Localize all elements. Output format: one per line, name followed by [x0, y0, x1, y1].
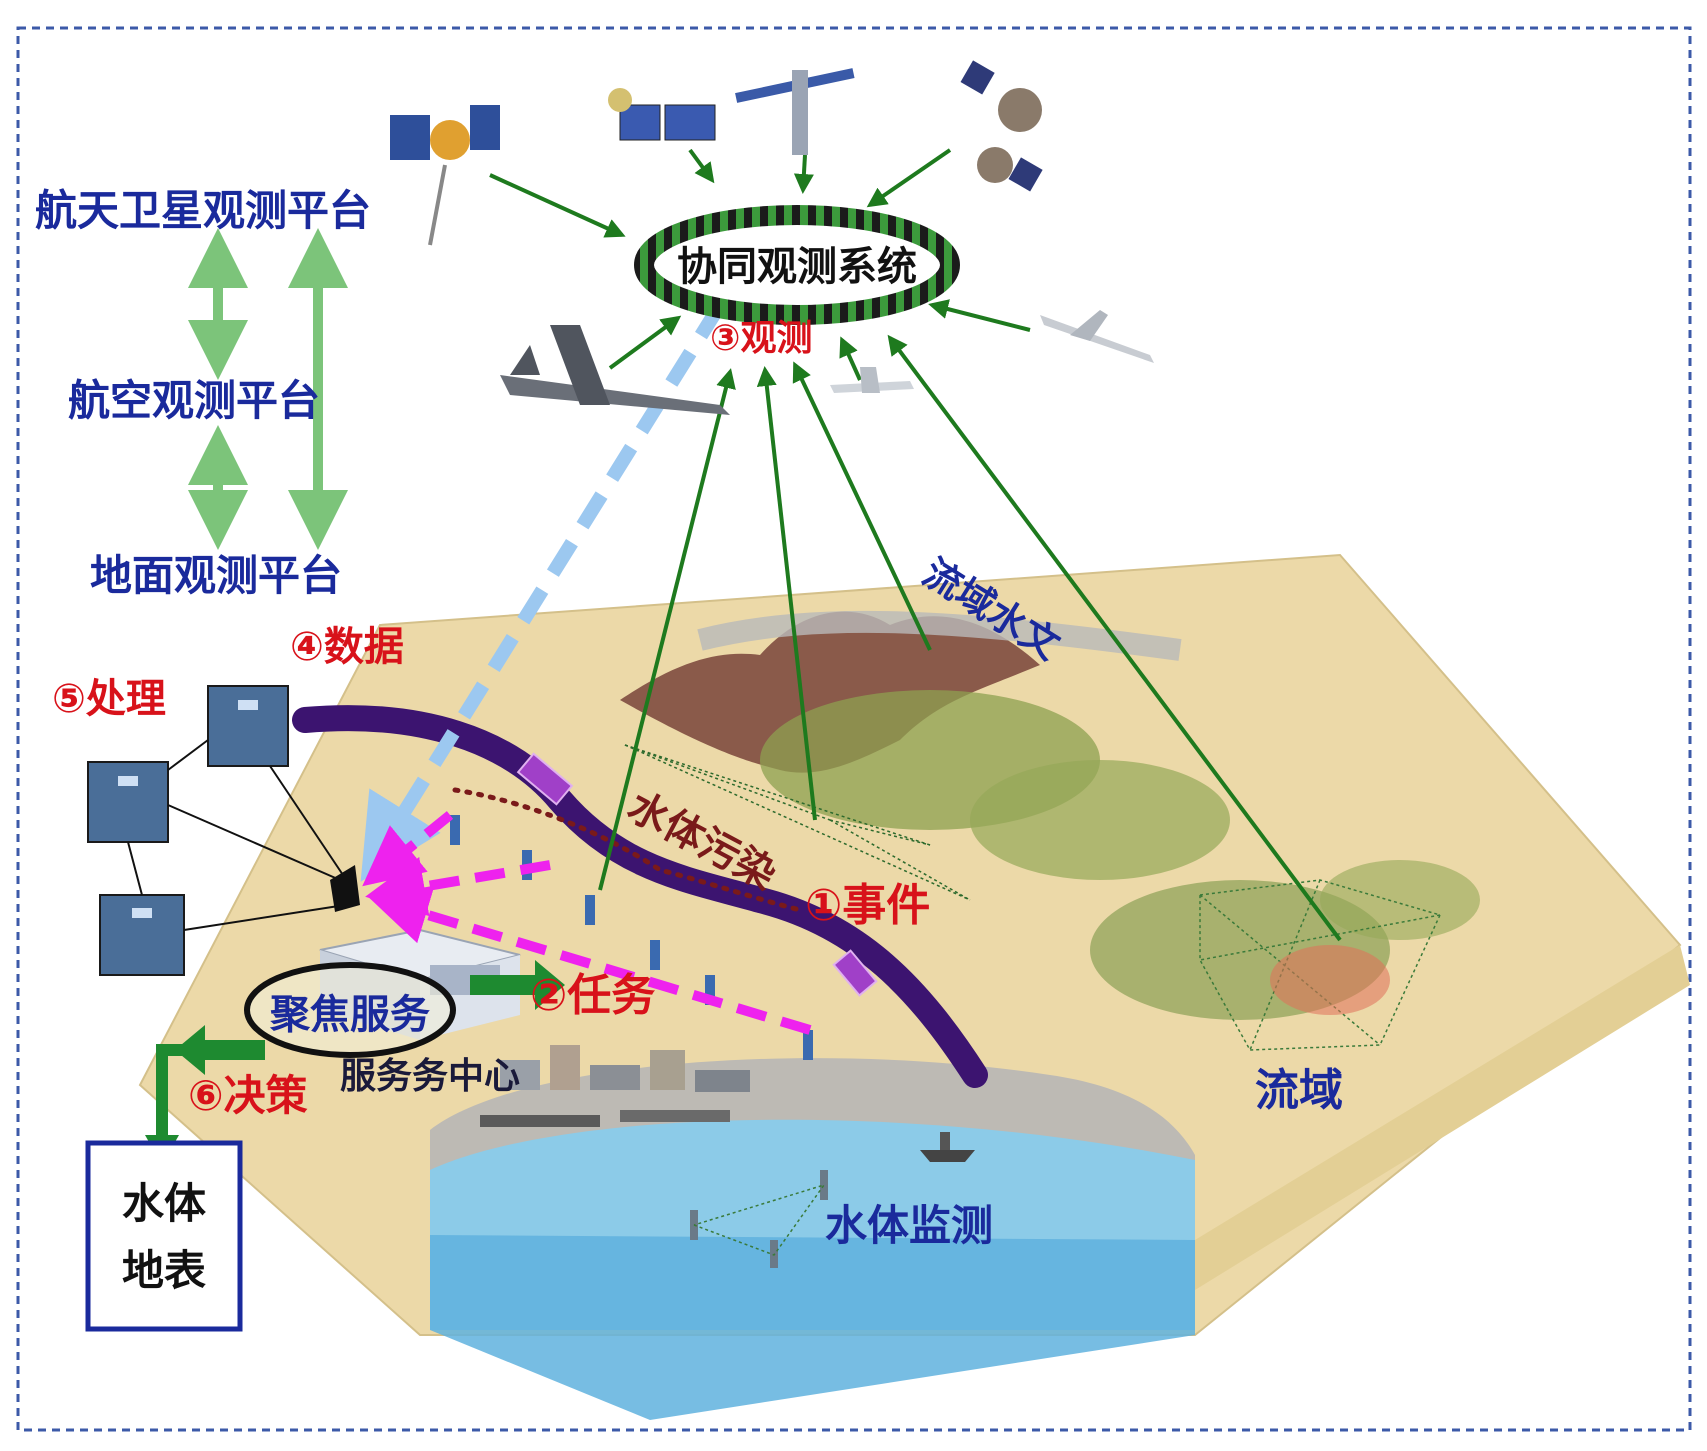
processing-servers	[87, 685, 360, 976]
outer-frame	[16, 26, 1692, 1432]
polluted-river	[292, 705, 988, 1088]
land-front-right	[1195, 945, 1690, 1290]
industrial-city	[480, 1045, 750, 1127]
forest-4	[1320, 860, 1480, 940]
task-arrows	[362, 811, 812, 1035]
dish-icon	[330, 865, 360, 912]
focus-service-label: 聚焦服务	[269, 992, 430, 1038]
basin-pollution-patch	[1270, 945, 1390, 1015]
event-sensor-network	[624, 744, 971, 901]
basin-label: 流域	[1255, 1065, 1343, 1116]
step-data-label: ④数据	[290, 624, 404, 670]
terrain	[138, 553, 1690, 1420]
output-line-2: 地表	[122, 1246, 206, 1295]
server-icon-2	[87, 761, 169, 843]
aircraft-icon-1	[500, 325, 730, 415]
output-box	[85, 1140, 243, 1332]
water-front	[430, 1235, 1195, 1420]
water-monitoring-label: 水体监测	[825, 1201, 993, 1250]
space-platform-label: 航天卫星观测平台	[35, 186, 371, 235]
ground-platform-label: 地面观测平台	[90, 551, 342, 600]
server-icon-3	[99, 894, 185, 976]
system-ring	[634, 205, 960, 325]
output-line-1: 水体	[122, 1179, 206, 1228]
satellite-icon-4	[960, 60, 1043, 192]
forest-2	[970, 760, 1230, 880]
water-buoys	[690, 1170, 828, 1268]
river-segment-1	[516, 752, 574, 806]
step-task-label: ②任务	[530, 970, 655, 1021]
focus-service-ring	[244, 962, 456, 1058]
step-process-label: ⑤处理	[52, 676, 166, 722]
system-label: 协同观测系统	[677, 244, 917, 290]
pollution-trace	[452, 787, 803, 913]
air-platform-label: 航空观测平台	[68, 376, 320, 425]
river-segment-2	[832, 949, 878, 997]
observation-arrows	[489, 148, 1342, 942]
mountains	[620, 611, 1040, 773]
satellite-icon-1	[390, 105, 500, 246]
aircraft-icon-2	[830, 367, 914, 393]
upper-river	[697, 610, 1182, 661]
step-decision-label: ⑥决策	[188, 1071, 308, 1120]
satellite-icon-2	[608, 88, 716, 141]
satellite-icon-3	[735, 68, 855, 155]
server-icon-1	[207, 685, 289, 767]
step-observe-label: ③观测	[710, 318, 812, 359]
step-event-label: ①事件	[805, 880, 930, 931]
service-center-label: 服务务中心	[340, 1056, 520, 1097]
boat	[920, 1132, 975, 1162]
aircraft-icon-3	[1040, 310, 1154, 363]
